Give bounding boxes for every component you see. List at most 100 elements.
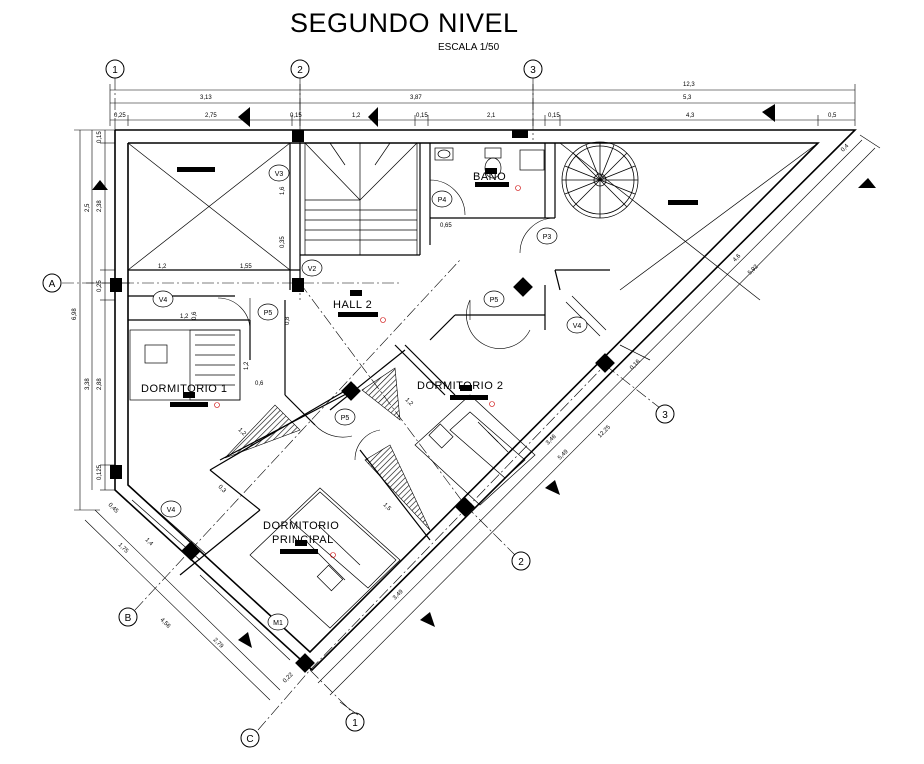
dim-025: 0,25 <box>114 113 126 119</box>
dim-inner-549: 5,49 <box>557 448 570 461</box>
room-principal-line1: DORMITORIO <box>263 520 339 532</box>
door-swings <box>217 179 556 461</box>
dim-inner-279: 2,79 <box>212 637 225 650</box>
tag-p3: P3 <box>543 234 552 241</box>
dim-53: 5,3 <box>683 95 692 101</box>
dim-inner-349: 3,49 <box>392 588 405 601</box>
room-dormitorio-1: DORMITORIO 1 <box>141 383 227 395</box>
opening-tags: V3 V2 V4 V4 V4 P5 P5 P5 P4 P3 M1 <box>159 171 582 627</box>
plan-scale: ESCALA 1/50 <box>438 42 500 53</box>
dim-015c: 0,15 <box>548 113 560 119</box>
void-area <box>127 142 819 301</box>
columns <box>110 130 615 673</box>
plan-title: SEGUNDO NIVEL <box>290 8 519 38</box>
dim-21: 2,1 <box>487 113 496 119</box>
inner-dimension-labels: 1,2 1,55 1,2 0,8 1,6 0,6 0,65 0,35 1,2 0… <box>107 143 851 685</box>
dim-inner-12e: 1,2 <box>404 397 415 408</box>
level-marks <box>214 185 521 558</box>
dim-inner-12b: 1,2 <box>180 314 189 320</box>
axis-label-b: B <box>125 613 132 624</box>
dim-123: 12,3 <box>683 82 695 88</box>
tag-v2: V2 <box>308 266 317 273</box>
tag-p4: P4 <box>438 197 447 204</box>
room-bano: BAÑO <box>473 170 506 183</box>
dim-inner-12a: 1,2 <box>158 264 167 270</box>
dim-inner-06b: 0,6 <box>255 381 264 387</box>
dim-698: 6,98 <box>72 308 78 320</box>
axis-label-a: A <box>49 279 56 290</box>
section-markers <box>92 104 876 648</box>
dim-inner-46: 4,6 <box>732 253 743 264</box>
dim-inner-06: 0,6 <box>192 311 198 320</box>
dim-inner-1225: 12,25 <box>597 424 612 439</box>
dim-inner-12d: 1,2 <box>237 427 248 438</box>
dim-inner-035: 0,35 <box>280 236 286 248</box>
axis-label-2-top: 2 <box>297 65 303 76</box>
dim-015a: 0,15 <box>290 113 302 119</box>
top-dimensions <box>109 84 856 126</box>
dim-inner-08: 0,8 <box>285 316 291 325</box>
dim-288: 2,88 <box>97 378 103 390</box>
room-dormitorio-2: DORMITORIO 2 <box>417 380 503 392</box>
dim-inner-14: 1,4 <box>144 537 155 548</box>
dim-inner-04: 0,4 <box>840 143 851 154</box>
dim-inner-022: 0,22 <box>282 671 295 684</box>
axis-label-3-diag: 3 <box>662 410 668 421</box>
dim-05: 0,5 <box>828 113 837 119</box>
dim-inner-15: 1,5 <box>382 502 393 513</box>
opening-tag-circles <box>152 164 588 631</box>
label-bars <box>170 167 698 554</box>
dim-015: 0,15 <box>97 131 103 143</box>
dim-inner-456: 4,56 <box>159 617 172 630</box>
tag-p5-dorm2: P5 <box>490 297 499 304</box>
dim-25: 2,5 <box>85 203 91 212</box>
axis-label-c: C <box>246 734 253 745</box>
dim-387: 3,87 <box>410 95 422 101</box>
dim-0125: 0,125 <box>97 464 103 480</box>
hatched-areas <box>224 367 431 531</box>
room-hall: HALL 2 <box>333 299 372 311</box>
axis-bubbles <box>42 59 675 748</box>
exterior-walls <box>114 129 857 672</box>
tag-m1: M1 <box>273 620 283 627</box>
left-dimension-labels: 6,98 2,5 2,38 3,38 2,88 0,15 0,25 0,125 <box>72 131 103 480</box>
tag-v3: V3 <box>275 171 284 178</box>
axis-lines <box>62 78 661 731</box>
dim-313: 3,13 <box>200 95 212 101</box>
dim-inner-016: 0,16 <box>629 358 642 371</box>
dim-015b: 0,15 <box>416 113 428 119</box>
tag-v4-dorm2: V4 <box>573 323 582 330</box>
bed-dormitorio-2 <box>414 394 536 506</box>
room-principal-line2: PRINCIPAL <box>272 534 334 546</box>
tag-p5-principal: P5 <box>341 415 350 422</box>
dim-inner-045: 0,45 <box>107 502 120 515</box>
windows <box>131 295 651 661</box>
dim-inner-03: 0,3 <box>217 484 228 495</box>
dim-275: 2,75 <box>205 113 217 119</box>
axis-label-1-diag: 1 <box>352 718 358 729</box>
dim-inner-065: 0,65 <box>440 223 452 229</box>
dim-inner-16: 1,6 <box>280 186 286 195</box>
dim-025: 0,25 <box>97 280 103 292</box>
tag-p5-dorm1: P5 <box>264 310 273 317</box>
tag-v4-principal: V4 <box>167 507 176 514</box>
diagonal-dimension-lines <box>84 134 881 716</box>
axis-label-3-top: 3 <box>530 65 536 76</box>
dim-338: 3,38 <box>85 378 91 390</box>
dim-inner-175: 1,75 <box>117 542 130 555</box>
interior-walls <box>128 143 610 576</box>
room-labels: HALL 2 BAÑO DORMITORIO 1 DORMITORIO 2 DO… <box>141 170 506 546</box>
tag-v4-dorm1: V4 <box>159 297 168 304</box>
dim-12: 1,2 <box>352 113 361 119</box>
top-dimension-labels: 3,13 3,87 12,3 5,3 0,25 2,75 0,15 1,2 0,… <box>114 82 837 119</box>
bed-dormitorio-1 <box>129 329 241 401</box>
main-staircase <box>304 142 418 256</box>
spiral-staircase <box>561 141 639 219</box>
bed-dormitorio-principal <box>249 487 401 629</box>
dim-inner-12c: 1,2 <box>244 361 250 370</box>
dim-43: 4,3 <box>686 113 695 119</box>
dim-inner-155: 1,55 <box>240 264 252 270</box>
axis-label-1-top: 1 <box>112 65 118 76</box>
dim-238: 2,38 <box>97 200 103 212</box>
